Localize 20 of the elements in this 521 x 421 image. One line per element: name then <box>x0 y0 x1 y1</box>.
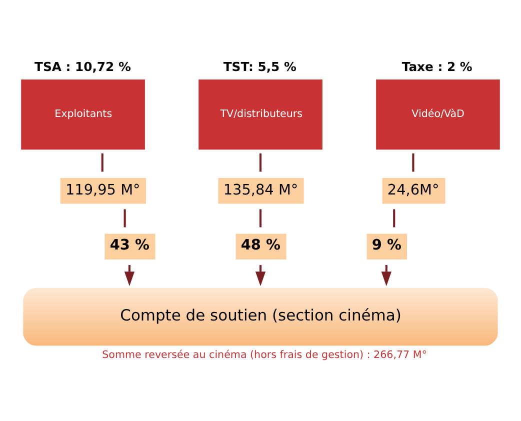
connector <box>393 208 396 227</box>
connector <box>259 152 262 172</box>
node-box: 9 % <box>366 233 408 259</box>
node-box: Compte de soutien (section cinéma) <box>23 287 498 346</box>
connector <box>124 208 126 227</box>
node-label: TSA : 10,72 % <box>34 59 131 74</box>
connector <box>412 152 414 172</box>
connector <box>101 152 104 172</box>
node-box: 135,84 M° <box>218 177 304 204</box>
node-box: 119,95 M° <box>60 177 146 204</box>
node-label: Somme reversée au cinéma (hors frais de gestion) : 266,77 M° <box>102 348 427 361</box>
node-box: Exploitants <box>21 78 145 150</box>
node-box: 48 % <box>236 233 286 259</box>
node-label: TST: 5,5 % <box>223 59 296 74</box>
node-label: Taxe : 2 % <box>402 59 472 74</box>
node-box: Vidéo/VàD <box>376 78 500 150</box>
node-box: 43 % <box>104 233 156 259</box>
node-box: 24,6M° <box>382 177 446 204</box>
node-box: TV/distributeurs <box>198 78 322 150</box>
connector <box>259 208 262 227</box>
